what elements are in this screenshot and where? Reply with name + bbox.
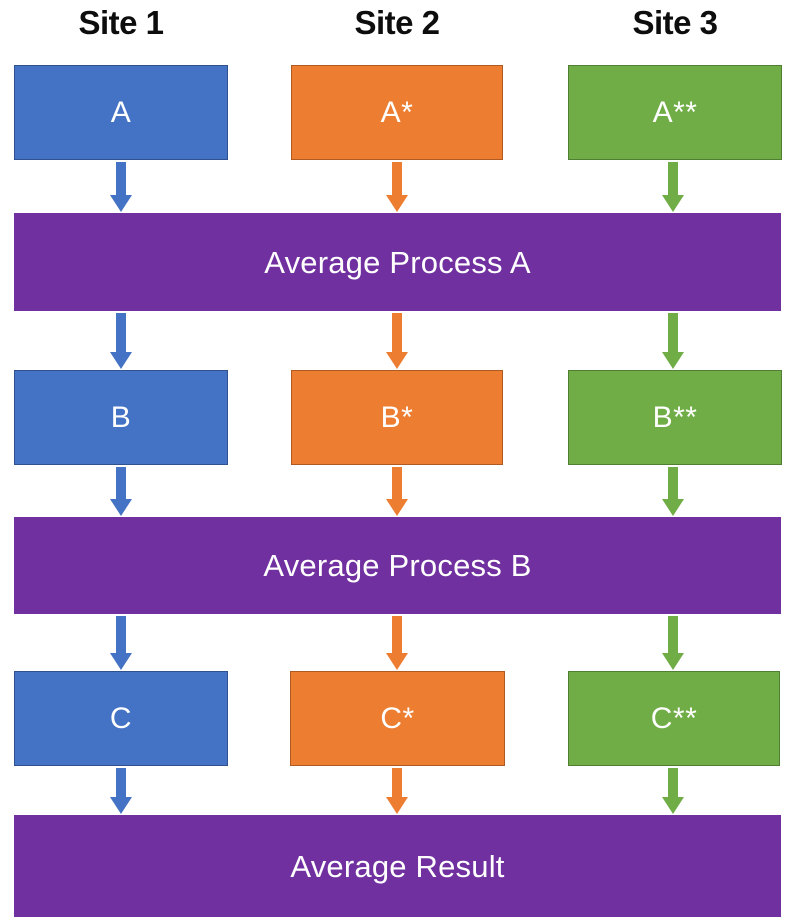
average-process-a: Average Process A	[14, 213, 781, 311]
arrow-stem	[392, 313, 402, 352]
arrow-stem	[116, 162, 126, 195]
arrow-stem	[668, 313, 678, 352]
arrow-head-icon	[662, 653, 684, 670]
node-box-Cstarstar: C**	[568, 671, 780, 766]
arrow-stem	[392, 616, 402, 653]
arrow-stem	[668, 768, 678, 797]
arrow-head-icon	[386, 195, 408, 212]
arrow-head-icon	[386, 797, 408, 814]
column-header-site-1: Site 1	[78, 4, 164, 41]
arrow-stem	[668, 616, 678, 653]
arrow-head-icon	[386, 653, 408, 670]
arrow-head-icon	[662, 797, 684, 814]
node-box-Cstar: C*	[290, 671, 505, 766]
arrow-stem	[392, 162, 402, 195]
arrow-stem	[116, 467, 126, 499]
arrow-head-icon	[662, 499, 684, 516]
arrow-stem	[392, 467, 402, 499]
arrow-stem	[668, 467, 678, 499]
arrow-head-icon	[110, 653, 132, 670]
column-header-site-3: Site 3	[632, 4, 718, 41]
arrow-head-icon	[386, 352, 408, 369]
arrow-stem	[116, 313, 126, 352]
arrow-stem	[116, 616, 126, 653]
arrow-stem	[392, 768, 402, 797]
arrow-head-icon	[662, 195, 684, 212]
arrow-head-icon	[662, 352, 684, 369]
average-result: Average Result	[14, 815, 781, 917]
arrow-head-icon	[110, 499, 132, 516]
node-box-C: C	[14, 671, 228, 766]
node-box-B: B	[14, 370, 228, 465]
arrow-stem	[668, 162, 678, 195]
arrow-stem	[116, 768, 126, 797]
average-process-b: Average Process B	[14, 517, 781, 614]
node-box-Astar: A*	[291, 65, 503, 160]
node-box-Astarstar: A**	[568, 65, 782, 160]
node-box-A: A	[14, 65, 228, 160]
node-box-Bstarstar: B**	[568, 370, 782, 465]
arrow-head-icon	[110, 797, 132, 814]
column-header-site-2: Site 2	[354, 4, 440, 41]
arrow-head-icon	[110, 352, 132, 369]
arrow-head-icon	[110, 195, 132, 212]
node-box-Bstar: B*	[291, 370, 503, 465]
arrow-head-icon	[386, 499, 408, 516]
